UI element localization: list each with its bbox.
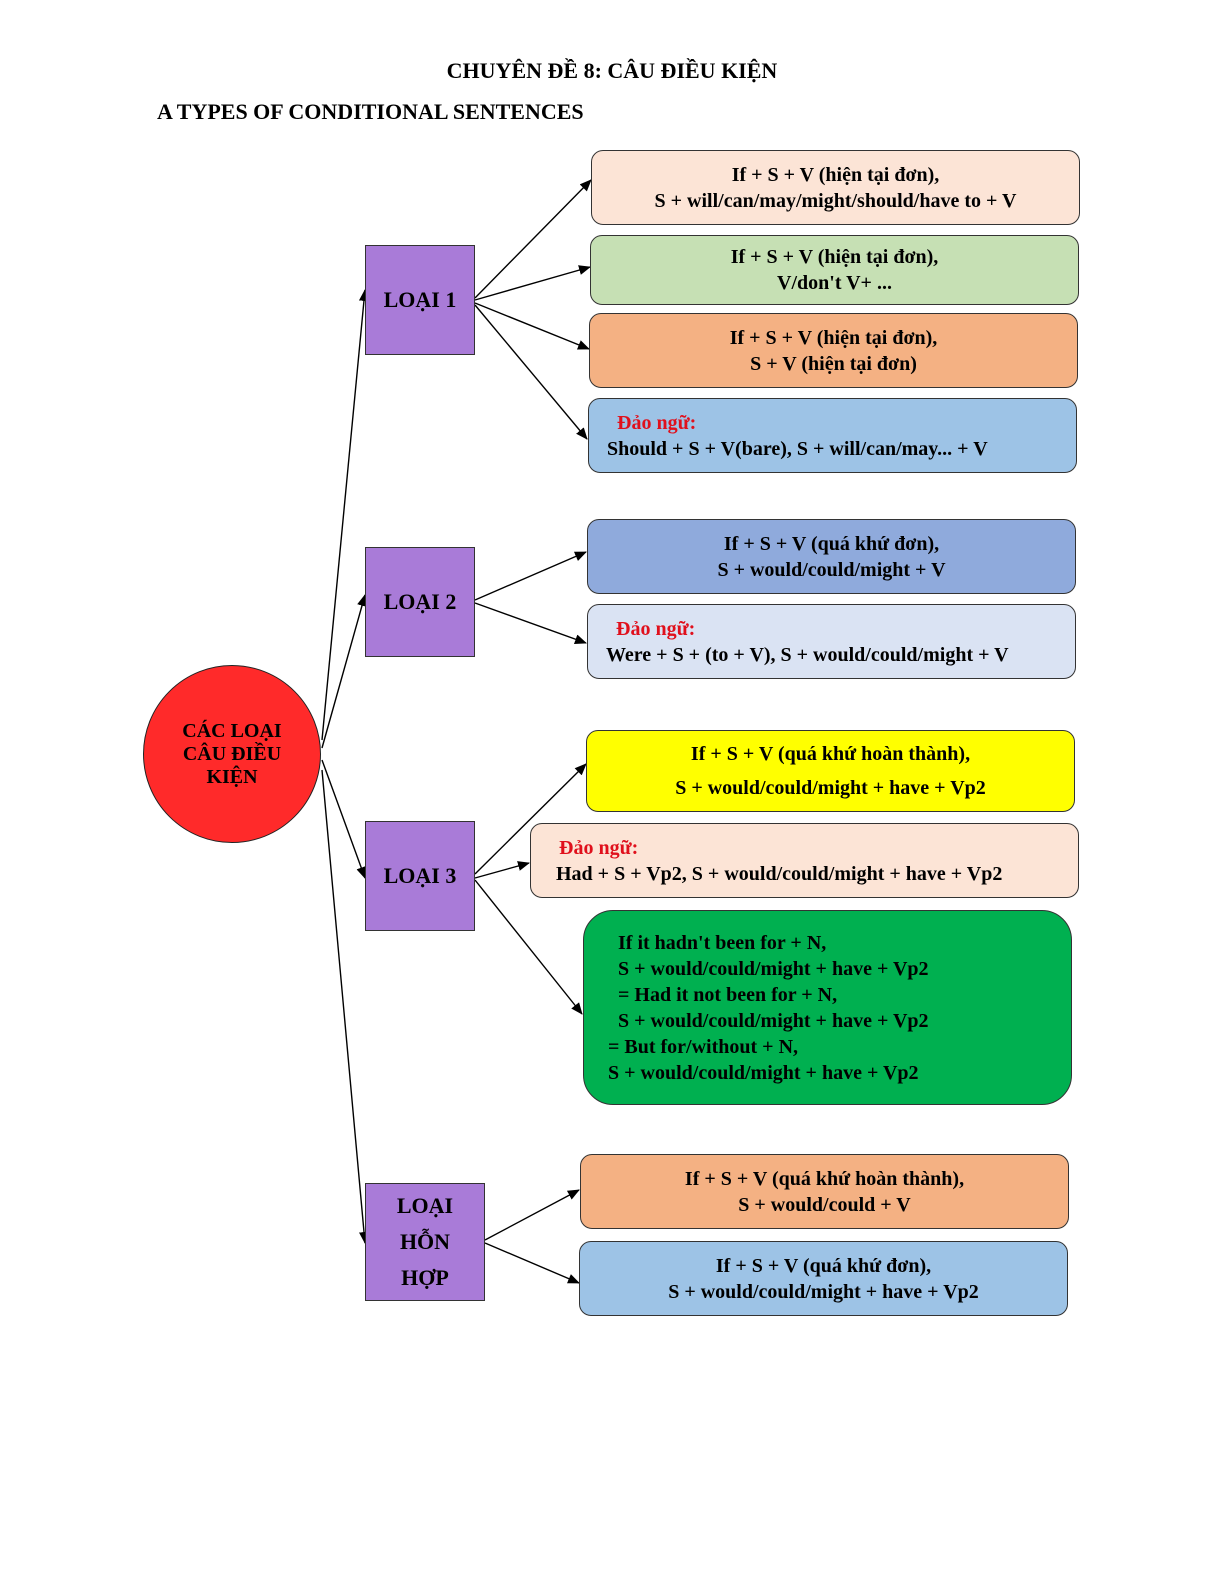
- type2-inversion: Đảo ngữ: Were + S + (to + V), S + would/…: [587, 604, 1076, 679]
- arrow-type1-to-box-c: [474, 302, 590, 350]
- page-title: CHUYÊN ĐỀ 8: CÂU ĐIỀU KIỆN: [446, 58, 778, 83]
- type3-but-for-rules: If it hadn't been for + N, S + would/cou…: [583, 910, 1072, 1105]
- arrow-type3-to-box-a: [474, 763, 587, 875]
- type-1-label: LOẠI 1: [383, 287, 457, 312]
- mixed-rule-b: If + S + V (quá khứ đơn), S + would/coul…: [579, 1241, 1068, 1316]
- rule-line: S + would/could/might + have + Vp2: [608, 1061, 919, 1084]
- arrow-type2-to-box-a: [474, 551, 587, 601]
- arrow-type2-to-box-b: [474, 602, 587, 644]
- rule-line: Had + S + Vp2, S + would/could/might + h…: [556, 862, 1003, 885]
- rule-line: = But for/without + N,: [608, 1035, 799, 1058]
- arrow-root-to-mixed: [321, 769, 369, 1244]
- root-label: CÁC LOẠI CÂU ĐIỀU KIỆN: [182, 719, 282, 788]
- arrow-type1-to-box-b: [474, 265, 591, 301]
- rule-line: S + would/could/might + have + Vp2: [618, 1009, 929, 1032]
- rule-line: S + V (hiện tại đơn): [750, 352, 917, 375]
- rule-line: Were + S + (to + V), S + would/could/mig…: [606, 643, 1009, 666]
- type-mixed-label: LOẠI HỖN HỢP: [396, 1193, 454, 1290]
- type-3-node: LOẠI 3: [365, 821, 475, 931]
- type-3-label: LOẠI 3: [383, 863, 457, 888]
- rule-line: If + S + V (quá khứ đơn),: [723, 532, 940, 555]
- arrow-type1-to-box-a: [474, 179, 592, 299]
- arrow-type1-to-box-d: [474, 304, 588, 440]
- type1-rule-imperative: If + S + V (hiện tại đơn), V/don't V+ ..…: [590, 235, 1079, 305]
- type1-inversion: Đảo ngữ: Should + S + V(bare), S + will/…: [588, 398, 1077, 473]
- rule-line: If + S + V (quá khứ đơn),: [715, 1254, 932, 1277]
- type3-inversion: Đảo ngữ: Had + S + Vp2, S + would/could/…: [530, 823, 1079, 898]
- arrow-mixed-to-box-b: [484, 1242, 580, 1284]
- arrow-type3-to-box-b: [474, 861, 530, 879]
- type1-rule-present: If + S + V (hiện tại đơn), S + V (hiện t…: [589, 313, 1078, 388]
- arrow-root-to-type1: [321, 289, 369, 741]
- rule-line: S + would/could/might + have + Vp2: [668, 1280, 979, 1303]
- inversion-heading: Đảo ngữ:: [559, 836, 639, 859]
- type-2-label: LOẠI 2: [383, 589, 457, 614]
- arrow-mixed-to-box-a: [484, 1189, 580, 1241]
- rule-line: If it hadn't been for + N,: [618, 931, 827, 954]
- mixed-rule-a: If + S + V (quá khứ hoàn thành), S + wou…: [580, 1154, 1069, 1229]
- rule-line: Should + S + V(bare), S + will/can/may..…: [607, 437, 988, 460]
- type2-rule: If + S + V (quá khứ đơn), S + would/coul…: [587, 519, 1076, 594]
- rule-line: = Had it not been for + N,: [618, 983, 838, 1006]
- rule-line: S + will/can/may/might/should/have to + …: [654, 189, 1017, 212]
- rule-line: S + would/could/might + V: [717, 558, 946, 581]
- rule-line: S + would/could/might + have + Vp2: [618, 957, 929, 980]
- inversion-heading: Đảo ngữ:: [617, 411, 697, 434]
- rule-line: If + S + V (hiện tại đơn),: [731, 163, 940, 186]
- rule-line: If + S + V (quá khứ hoàn thành),: [684, 1167, 965, 1190]
- section-heading: A TYPES OF CONDITIONAL SENTENCES: [157, 99, 584, 124]
- rule-line: V/don't V+ ...: [777, 272, 892, 294]
- type-1-node: LOẠI 1: [365, 245, 475, 355]
- type-mixed-node: LOẠI HỖN HỢP: [365, 1183, 485, 1301]
- arrow-root-to-type3: [321, 759, 366, 879]
- root-node: CÁC LOẠI CÂU ĐIỀU KIỆN: [143, 665, 321, 843]
- rule-line: S + would/could + V: [738, 1193, 911, 1216]
- type1-rule-will: If + S + V (hiện tại đơn), S + will/can/…: [591, 150, 1080, 225]
- arrow-type3-to-box-c: [474, 879, 583, 1015]
- rule-line: S + would/could/might + have + Vp2: [675, 777, 986, 799]
- inversion-heading: Đảo ngữ:: [616, 617, 696, 640]
- rule-line: If + S + V (quá khứ hoàn thành),: [690, 743, 971, 765]
- type-2-node: LOẠI 2: [365, 547, 475, 657]
- rule-line: If + S + V (hiện tại đơn),: [730, 246, 939, 268]
- arrow-root-to-type2: [321, 594, 367, 749]
- type3-rule: If + S + V (quá khứ hoàn thành), S + wou…: [586, 730, 1075, 812]
- rule-line: If + S + V (hiện tại đơn),: [729, 326, 938, 349]
